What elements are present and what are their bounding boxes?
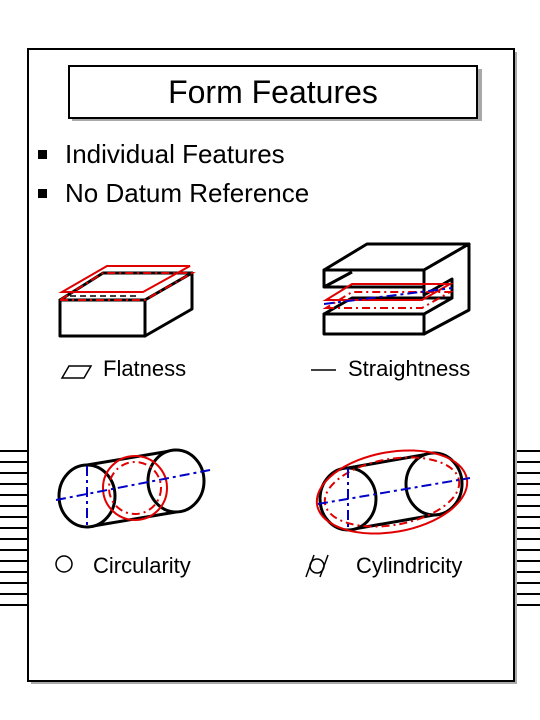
bullet-item: No Datum Reference [38,174,309,213]
left-decorative-lines [0,450,28,615]
bullet-list: Individual Features No Datum Reference [38,135,309,213]
cylindricity-symbol-icon [305,554,329,578]
page-title: Form Features [68,65,478,119]
straightness-label: Straightness [348,356,471,381]
circularity-cylinder-illustration [57,448,206,529]
right-decorative-lines [513,450,540,615]
circularity-label: Circularity [93,553,191,578]
flatness-symbol-icon [60,365,93,379]
bullet-text: No Datum Reference [65,178,310,208]
bullet-item: Individual Features [38,135,309,174]
straightness-axis [323,287,453,305]
circularity-symbol-icon [55,555,73,573]
circularity-axis [55,466,211,528]
square-bullet-icon [38,189,47,198]
cylindricity-label: Cylindricity [356,553,463,578]
flatness-label: Flatness [103,356,187,381]
square-bullet-icon [38,150,47,159]
flatness-tolerance-zone [56,265,196,301]
cylindricity-cylinder-illustration [318,451,464,532]
slide-card [27,48,515,682]
straightness-channel-illustration [322,242,471,336]
circularity-tolerance-zone [102,455,168,521]
bullet-text: Individual Features [65,139,285,169]
cylindricity-axis [317,468,471,530]
straightness-tolerance-zone [322,283,454,309]
